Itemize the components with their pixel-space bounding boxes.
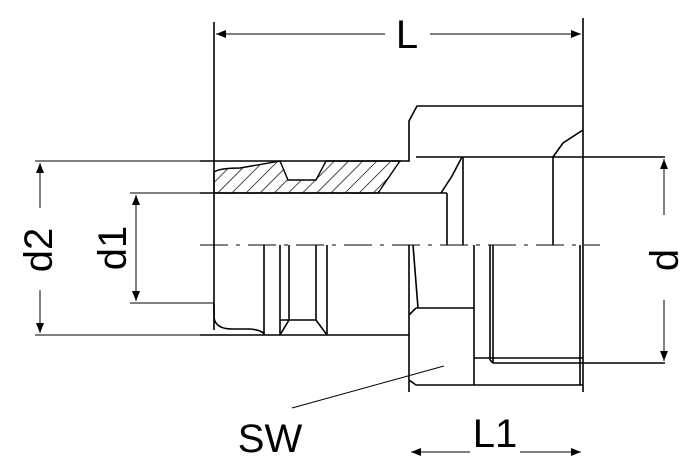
label-d2: d2 — [17, 228, 61, 273]
label-d1: d1 — [91, 226, 135, 271]
label-d: d — [643, 249, 687, 271]
dimension-d2 — [35, 160, 214, 336]
label-SW: SW — [238, 417, 303, 461]
dimension-d1 — [130, 192, 214, 304]
fitting-outline — [200, 18, 665, 392]
label-L: L — [396, 13, 418, 57]
label-L1: L1 — [473, 412, 518, 456]
dimension-SW — [291, 365, 445, 409]
